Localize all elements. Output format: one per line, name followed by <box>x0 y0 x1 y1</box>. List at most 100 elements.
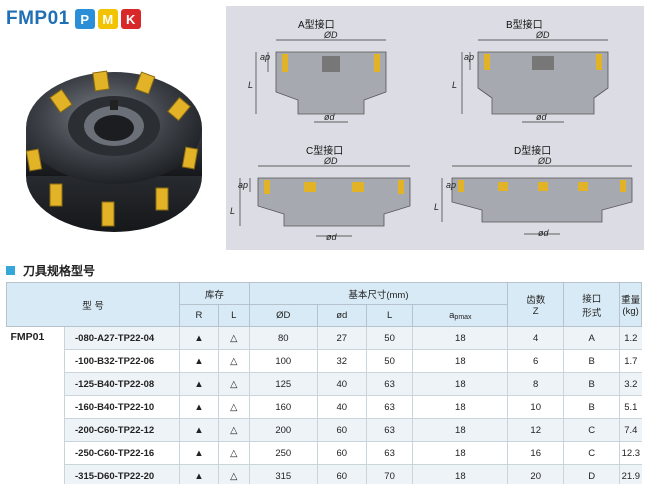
cell-iface: C <box>563 418 620 442</box>
cell-D: 80 <box>248 326 318 350</box>
cell-z: 20 <box>507 464 564 484</box>
cell-iface: D <box>563 464 620 484</box>
cell-D: 160 <box>248 395 318 419</box>
cell-kg: 1.2 <box>619 326 642 350</box>
cell-R: ▲ <box>179 349 219 373</box>
material-badge-p: P <box>74 9 95 29</box>
cell-len: 63 <box>365 395 413 419</box>
diagram-c-d: ød <box>326 232 337 242</box>
cell-z: 6 <box>507 349 564 373</box>
cell-ap: 18 <box>412 326 508 350</box>
milling-cutter-photo <box>25 70 202 232</box>
diagram-a-label: A型接口 <box>298 20 335 31</box>
col-d: ød <box>316 304 367 327</box>
section-heading: 刀具规格型号 <box>6 262 95 278</box>
cell-kg: 1.7 <box>619 349 642 373</box>
cell-L: △ <box>217 441 250 465</box>
cell-z: 12 <box>507 418 564 442</box>
diagram-d-l: L <box>434 202 440 212</box>
col-stock-l: L <box>217 304 250 327</box>
cell-L: △ <box>217 326 250 350</box>
cell-iface: B <box>563 349 620 373</box>
cell-kg: 12.3 <box>619 441 642 465</box>
cell-len: 50 <box>365 326 413 350</box>
cell-len: 70 <box>365 464 413 484</box>
cell-R: ▲ <box>179 326 219 350</box>
material-badge-k: K <box>120 9 141 29</box>
diagram-a-od: ØD <box>324 30 338 40</box>
cell-len: 50 <box>365 349 413 373</box>
product-title: FMP01 P M K <box>6 6 141 32</box>
col-stock: 库存 <box>179 282 250 305</box>
cell-kg: 21.9 <box>619 464 642 484</box>
cell-kg: 3.2 <box>619 372 642 396</box>
cell-L: △ <box>217 372 250 396</box>
cell-ap: 18 <box>412 418 508 442</box>
diagram-a-d: ød <box>324 112 335 122</box>
diagram-a-ap: ap <box>260 52 271 62</box>
cell-d: 27 <box>316 326 367 350</box>
model-cell: -200-C60-TP22-12 <box>63 418 180 442</box>
cell-iface: A <box>563 326 620 350</box>
col-ap: apmax <box>412 304 509 327</box>
col-stock-r: R <box>179 304 219 327</box>
cell-d: 40 <box>316 395 367 419</box>
col-model: 型 号 <box>5 282 181 327</box>
cell-d: 40 <box>316 372 367 396</box>
cell-D: 315 <box>248 464 318 484</box>
model-cell: -100-B32-TP22-06 <box>63 349 180 373</box>
cell-z: 10 <box>507 395 564 419</box>
diagram-c-l: L <box>230 206 236 216</box>
diagram-b-d: ød <box>536 112 547 122</box>
diagram-c-label: C型接口 <box>306 146 344 157</box>
cell-L: △ <box>217 349 250 373</box>
diagram-b-ap: ap <box>464 52 475 62</box>
series-name: FMP01 <box>6 326 65 484</box>
diagram-d-label: D型接口 <box>514 146 552 157</box>
cell-ap: 18 <box>412 349 508 373</box>
diagram-c-ap: ap <box>238 180 249 190</box>
diagram-d-ap: ap <box>446 180 457 190</box>
cell-ap: 18 <box>412 372 508 396</box>
cell-R: ▲ <box>179 441 219 465</box>
cell-D: 125 <box>248 372 318 396</box>
material-badge-m: M <box>97 9 118 29</box>
cell-iface: B <box>563 395 620 419</box>
diagram-d-d: ød <box>538 228 549 238</box>
diagram-d-drawing <box>441 165 633 235</box>
cell-R: ▲ <box>179 418 219 442</box>
cell-kg: 7.4 <box>619 418 642 442</box>
cell-z: 4 <box>507 326 564 350</box>
diagram-b-od: ØD <box>536 30 550 40</box>
cell-L: △ <box>217 395 250 419</box>
cell-d: 60 <box>316 441 367 465</box>
diagram-b-drawing <box>461 39 609 123</box>
cell-z: 8 <box>507 372 564 396</box>
diagram-a-drawing <box>255 39 387 123</box>
cell-L: △ <box>217 418 250 442</box>
cell-iface: B <box>563 372 620 396</box>
cell-d: 60 <box>316 464 367 484</box>
product-name: FMP01 <box>6 8 70 29</box>
diagram-b-l: L <box>452 80 458 90</box>
cell-len: 63 <box>365 418 413 442</box>
cell-ap: 18 <box>412 395 508 419</box>
diagram-b-label: B型接口 <box>506 20 543 31</box>
diagram-a-l: L <box>248 80 254 90</box>
section-title: 刀具规格型号 <box>23 263 96 278</box>
cell-z: 16 <box>507 441 564 465</box>
model-cell: -125-B40-TP22-08 <box>63 372 180 396</box>
col-weight: 重量(kg) <box>619 282 642 327</box>
model-cell: -080-A27-TP22-04 <box>63 326 180 350</box>
cell-ap: 18 <box>412 464 508 484</box>
cell-kg: 5.1 <box>619 395 642 419</box>
col-od: ØD <box>248 304 318 327</box>
cell-ap: 18 <box>412 441 508 465</box>
diagram-d-od: ØD <box>538 156 552 166</box>
model-cell: -160-B40-TP22-10 <box>63 395 180 419</box>
